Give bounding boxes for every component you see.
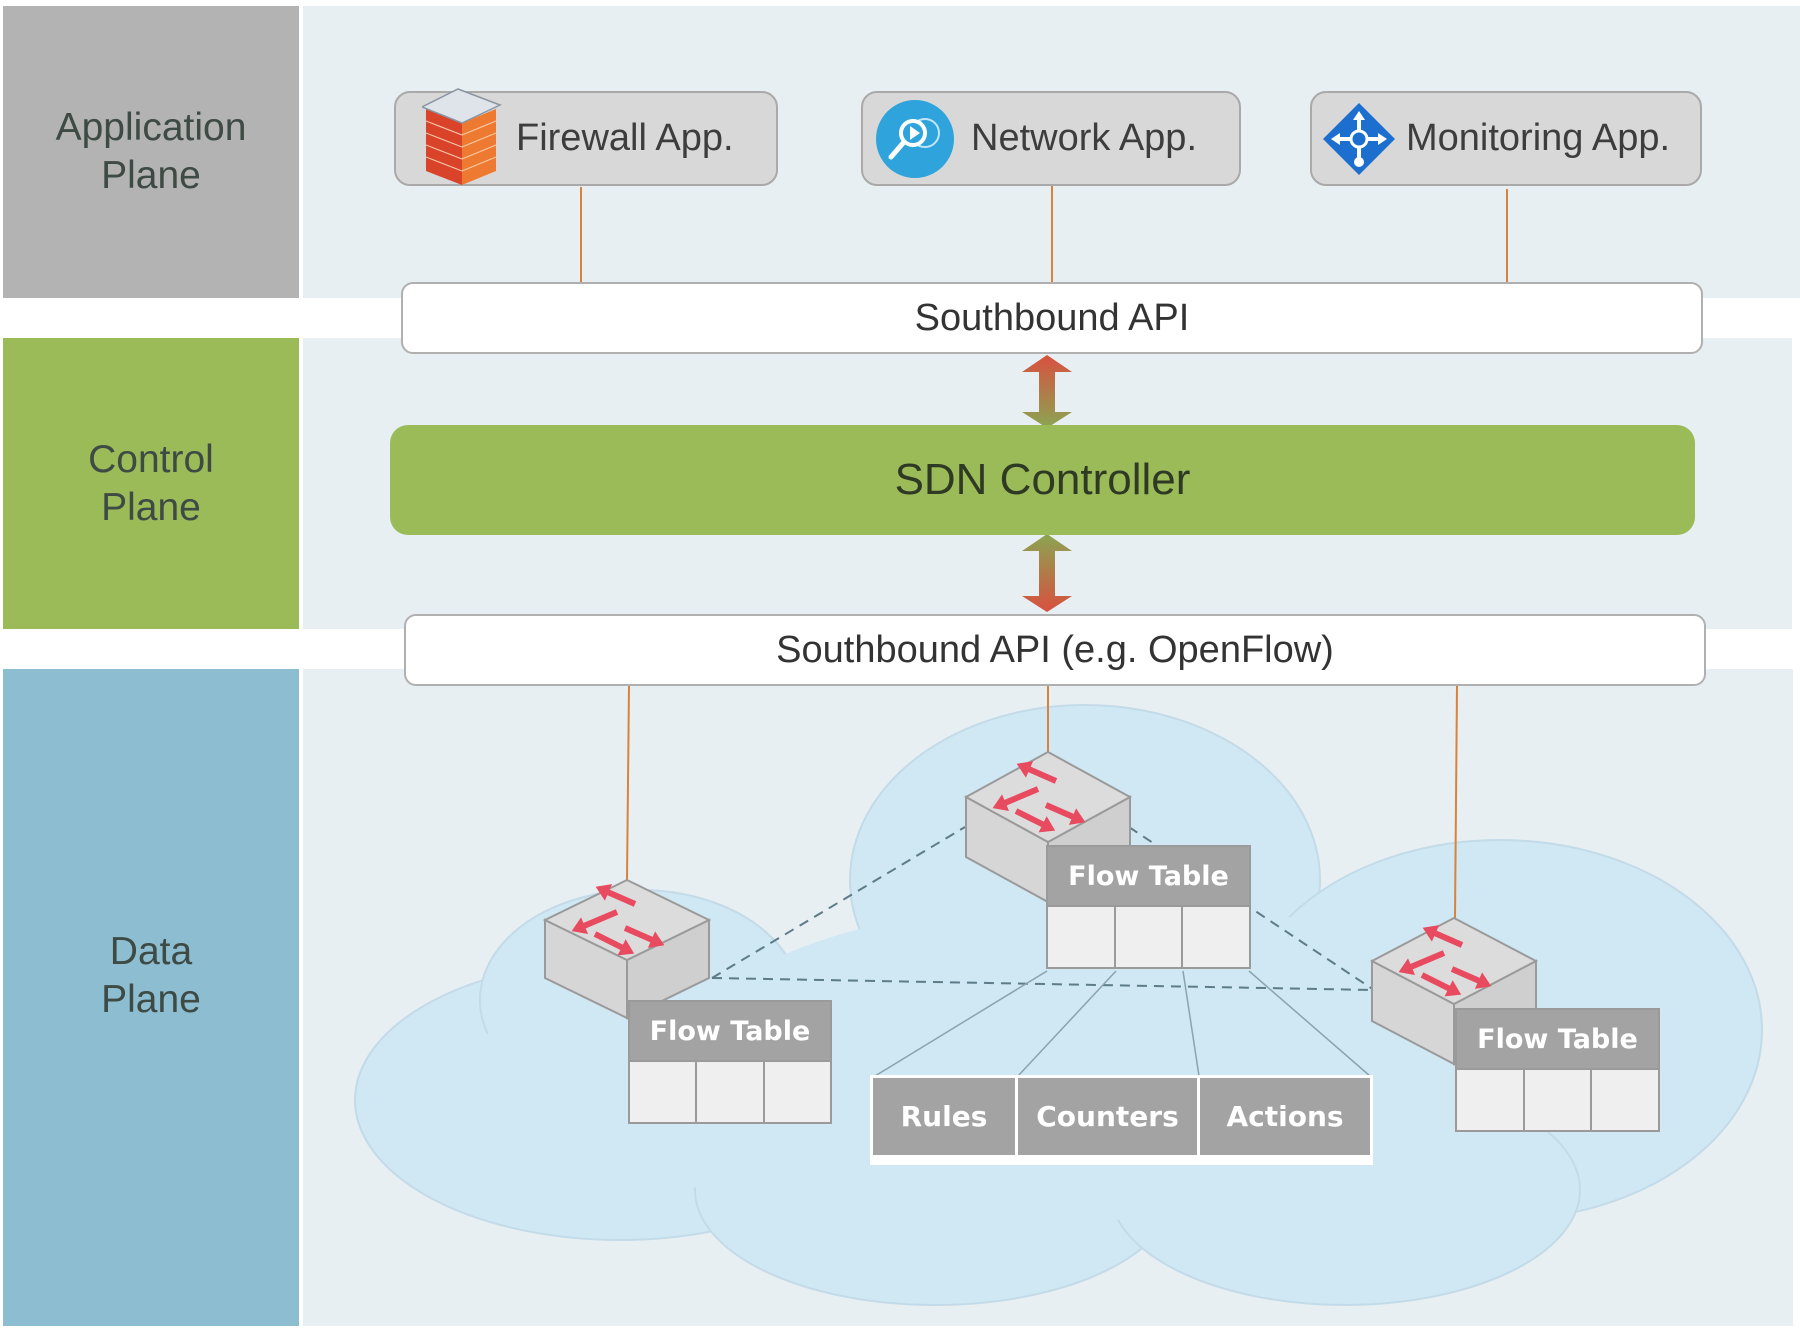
switch-arrow — [998, 786, 1040, 808]
application-plane-label: Application Plane — [3, 6, 299, 298]
switch-arrow — [1404, 950, 1446, 972]
monitoring-app-box[interactable]: Monitoring App. — [1310, 91, 1702, 186]
monitoring-diamond-icon — [1323, 102, 1395, 175]
right-switch-connector — [1454, 685, 1458, 919]
control-plane-label: Control Plane — [3, 338, 299, 629]
flow-table-cell — [1183, 907, 1250, 967]
switch-arrowhead — [647, 931, 665, 948]
switch-arrowhead — [1422, 925, 1440, 942]
switch-arrowhead — [1398, 958, 1416, 975]
flow-table-header: Flow Table — [1455, 1008, 1660, 1070]
firewall-app-box[interactable]: Firewall App. — [394, 87, 778, 186]
callout-line — [874, 970, 1048, 1077]
monitoring-app-label: Monitoring App. — [1406, 117, 1671, 159]
switch-arrowhead — [617, 939, 635, 956]
flow-table-cell — [630, 1062, 698, 1122]
flow-table-cell — [697, 1062, 765, 1122]
firewall-app-label: Firewall App. — [516, 117, 734, 159]
flow-table-header: Flow Table — [1046, 845, 1251, 907]
upper-southbound-api[interactable]: Southbound API — [401, 282, 1703, 354]
switch-connectors — [626, 685, 1458, 919]
callout-line — [1248, 970, 1371, 1077]
flow-entry-actions: Actions — [1200, 1078, 1370, 1155]
link-left-center — [711, 826, 966, 979]
flow-entry-table: Rules Counters Actions — [870, 1075, 1373, 1165]
switch-arrowhead — [1038, 816, 1056, 833]
switch-arrowhead — [992, 794, 1010, 811]
right-flow-table[interactable]: Flow Table — [1455, 1008, 1660, 1132]
flow-table-header: Flow Table — [628, 1000, 832, 1062]
app-connectors — [580, 186, 1508, 282]
network-app-box[interactable]: Network App. — [861, 91, 1241, 186]
switch-arrowhead — [571, 917, 589, 934]
callout-line — [1017, 970, 1117, 1077]
flow-table-cell — [764, 1062, 830, 1122]
link-left-right — [711, 977, 1375, 991]
link-center-right — [1128, 826, 1375, 991]
flow-table-cell — [1592, 1070, 1659, 1130]
switch-arrowhead — [1068, 808, 1086, 825]
network-search-icon — [876, 99, 954, 178]
flow-table-cell — [1048, 907, 1116, 967]
api-controller-arrow — [1022, 355, 1072, 428]
switch-arrow — [577, 909, 619, 931]
data-plane-label: Data Plane — [3, 669, 299, 1326]
switch-arrowhead — [1444, 980, 1462, 997]
center-flow-table[interactable]: Flow Table — [1046, 845, 1251, 969]
left-switch-icon[interactable] — [542, 878, 712, 1020]
left-flow-table[interactable]: Flow Table — [628, 1000, 832, 1124]
firewall-icon — [422, 87, 502, 185]
switch-arrowhead — [1474, 972, 1492, 989]
switch-links — [711, 826, 1375, 991]
flow-table-cell — [1524, 1070, 1593, 1130]
flow-entry-counters: Counters — [1018, 1078, 1197, 1155]
flow-entry-callout-lines — [874, 970, 1371, 1077]
sdn-controller[interactable]: SDN Controller — [390, 425, 1695, 535]
lower-southbound-api[interactable]: Southbound API (e.g. OpenFlow) — [404, 614, 1706, 686]
switch-arrowhead — [1016, 761, 1034, 778]
left-switch-connector — [626, 685, 630, 881]
network-app-label: Network App. — [971, 117, 1197, 159]
callout-line — [1182, 970, 1200, 1077]
flow-entry-rules: Rules — [873, 1078, 1015, 1155]
switch-arrowhead — [595, 884, 613, 901]
controller-southbound-arrow — [1022, 534, 1072, 612]
flow-table-cell — [1457, 1070, 1525, 1130]
flow-table-cell — [1115, 907, 1184, 967]
